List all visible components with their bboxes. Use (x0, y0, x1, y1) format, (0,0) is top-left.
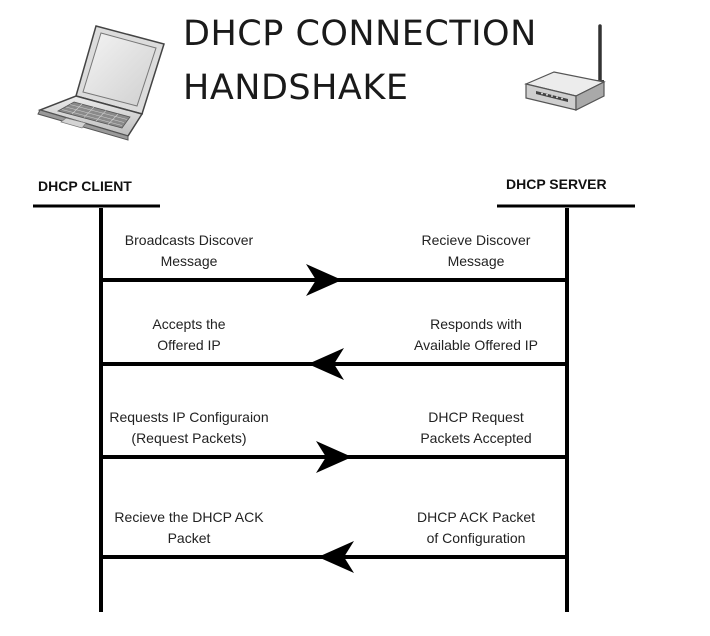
client-message-line: Offered IP (157, 337, 221, 353)
client-message-line: Recieve the DHCP ACK (114, 509, 264, 525)
client-message-line: Accepts the (152, 316, 226, 332)
client-message-text-4: Recieve the DHCP ACK Packet (69, 507, 309, 549)
message-arrowhead-1 (306, 264, 342, 296)
server-message-line: Message (447, 253, 505, 269)
client-message-line: (Request Packets) (131, 430, 247, 446)
server-message-line: Packets Accepted (420, 430, 532, 446)
client-message-text-3: Requests IP Configuraion (Request Packets… (69, 407, 309, 449)
diagram-title-line-1: DHCP CONNECTION (183, 14, 537, 54)
diagram-title-line-2: HANDSHAKE (183, 68, 409, 108)
server-message-line: DHCP ACK Packet (416, 509, 535, 525)
server-message-line: Recieve Discover (421, 232, 531, 248)
client-message-line: Requests IP Configuraion (109, 409, 269, 425)
server-message-line: of Configuration (426, 530, 526, 546)
server-label: DHCP SERVER (506, 176, 607, 192)
server-message-line: DHCP Request (428, 409, 524, 425)
laptop-icon (37, 25, 165, 141)
server-message-text-4: DHCP ACK Packet of Configuration (356, 507, 596, 549)
client-message-line: Packet (167, 530, 211, 546)
client-label: DHCP CLIENT (38, 178, 132, 194)
server-message-line: Available Offered IP (413, 337, 538, 353)
client-message-line: Message (160, 253, 218, 269)
router-icon (524, 24, 606, 111)
message-arrowhead-3 (316, 441, 352, 473)
client-message-line: Broadcasts Discover (124, 232, 254, 248)
server-message-line: Responds with (430, 316, 522, 332)
message-arrowhead-4 (318, 541, 354, 573)
message-arrowhead-2 (308, 348, 344, 380)
